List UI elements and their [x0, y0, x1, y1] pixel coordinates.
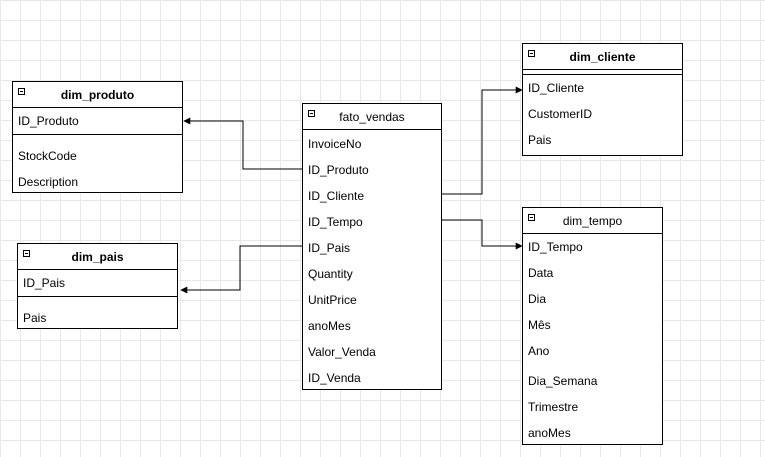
field-dia: Dia	[528, 292, 547, 306]
minus-box-icon[interactable]	[528, 50, 535, 57]
connector-produto	[183, 117, 303, 170]
minus-box-icon[interactable]	[18, 88, 25, 95]
field-unitprice: UnitPrice	[308, 293, 357, 307]
field-ano: Ano	[528, 344, 550, 358]
field-valor-venda: Valor_Venda	[308, 345, 376, 359]
field-mes: Mês	[528, 318, 551, 332]
primary-key-section: ID_Pais	[18, 270, 177, 297]
field-anomes: anoMes	[308, 319, 351, 333]
minus-box-icon[interactable]	[308, 110, 315, 117]
field-invoiceno: InvoiceNo	[308, 137, 362, 151]
table-fato-vendas[interactable]: fato_vendas InvoiceNo ID_Produto ID_Clie…	[302, 103, 442, 390]
table-title: dim_produto	[60, 87, 135, 102]
field-stockcode: StockCode	[18, 149, 77, 163]
field-id-tempo: ID_Tempo	[308, 215, 363, 229]
table-dim-cliente[interactable]: dim_cliente ID_Cliente CustomerID Pais	[522, 43, 683, 156]
connector-cliente	[442, 86, 523, 195]
field-id-pais: ID_Pais	[23, 276, 66, 290]
field-id-venda: ID_Venda	[308, 371, 361, 385]
field-id-produto: ID_Produto	[18, 114, 79, 128]
connector-tempo	[442, 219, 523, 250]
table-header: dim_produto	[13, 82, 182, 108]
field-description: Description	[18, 175, 79, 189]
field-anomes: anoMes	[528, 426, 571, 440]
primary-key-section: ID_Produto	[13, 108, 182, 135]
table-dim-produto[interactable]: dim_produto ID_Produto StockCode Descrip…	[12, 81, 183, 193]
field-pais: Pais	[528, 133, 552, 147]
table-header: dim_cliente	[523, 44, 682, 70]
separator-line	[523, 70, 682, 75]
table-title: fato_vendas	[339, 109, 405, 124]
field-pais: Pais	[23, 311, 47, 325]
table-dim-pais[interactable]: dim_pais ID_Pais Pais	[17, 243, 178, 329]
table-header: dim_tempo	[523, 208, 662, 234]
table-title: dim_tempo	[562, 213, 623, 228]
table-title: dim_cliente	[569, 49, 636, 64]
field-trimestre: Trimestre	[528, 400, 579, 414]
field-id-cliente: ID_Cliente	[308, 189, 365, 203]
table-header: fato_vendas	[303, 104, 441, 130]
field-customerid: CustomerID	[528, 107, 593, 121]
minus-box-icon[interactable]	[528, 214, 535, 221]
table-header: dim_pais	[18, 244, 177, 270]
field-id-tempo: ID_Tempo	[528, 240, 583, 254]
field-id-cliente: ID_Cliente	[528, 81, 585, 95]
field-id-produto: ID_Produto	[308, 163, 369, 177]
field-data: Data	[528, 266, 554, 280]
field-dia-semana: Dia_Semana	[528, 374, 598, 388]
table-title: dim_pais	[71, 249, 124, 264]
field-quantity: Quantity	[308, 267, 353, 281]
table-dim-tempo[interactable]: dim_tempo ID_Tempo Data Dia Mês Ano Dia_…	[522, 207, 663, 445]
minus-box-icon[interactable]	[23, 250, 30, 257]
connector-pais	[180, 245, 303, 294]
field-id-pais: ID_Pais	[308, 241, 351, 255]
